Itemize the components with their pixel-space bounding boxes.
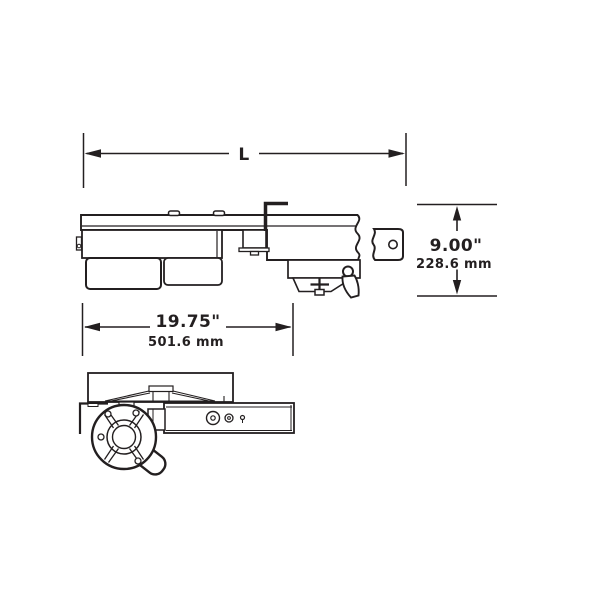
length-dimension: L (82, 133, 407, 188)
motor-hub-inner (111, 424, 137, 450)
motor-screw (97, 433, 105, 441)
trolley-nut (249, 250, 260, 256)
rail-bolt (167, 210, 181, 217)
angle-bracket (78, 402, 108, 434)
adjuster-bolt (76, 243, 82, 249)
release-knob (314, 288, 325, 296)
head-length-dimension: 19.75" 501.6 mm (81, 303, 294, 356)
adjust-screw-center (227, 416, 231, 420)
rail-bolt (212, 210, 226, 217)
arrow-right-icon (388, 149, 405, 158)
door-arm-bracket (263, 201, 288, 231)
chain-adjuster (75, 236, 83, 251)
motor-spokes (103, 411, 145, 463)
height-dimension: 9.00" 228.6 mm (416, 203, 497, 297)
motor-screw (104, 410, 112, 418)
length-label: L (238, 145, 249, 165)
height-inches-label: 9.00" (430, 236, 483, 256)
bracket-hole (387, 239, 398, 250)
bottom-view-drawing (78, 372, 295, 476)
head-length-inches-label: 19.75" (155, 312, 220, 332)
plate-center-tab (148, 385, 174, 393)
gear-housing (163, 257, 223, 286)
trolley (242, 229, 267, 249)
motor-cover (81, 229, 223, 259)
limit-dial (205, 410, 221, 426)
limit-dial-center (210, 415, 216, 421)
adjust-screw (224, 413, 234, 423)
end-bracket (371, 228, 404, 261)
plate-notch-lines (152, 391, 225, 402)
control-box (163, 402, 295, 434)
angle-bracket-step (87, 403, 99, 407)
arrow-left-icon (84, 149, 101, 158)
motor-screw (132, 409, 140, 417)
height-mm-label: 228.6 mm (416, 257, 492, 272)
control-box-edges (166, 405, 292, 431)
arrow-up-icon (452, 206, 462, 221)
head-length-mm-label: 501.6 mm (148, 335, 224, 350)
arrow-right-icon (275, 322, 292, 332)
motor-housing (85, 257, 162, 290)
arrow-down-icon (452, 280, 462, 295)
arrow-left-icon (84, 322, 100, 332)
motor-screw (134, 457, 142, 465)
plate-brace-lines (104, 390, 216, 402)
release-lever (341, 274, 360, 299)
side-view-drawing (75, 201, 404, 299)
